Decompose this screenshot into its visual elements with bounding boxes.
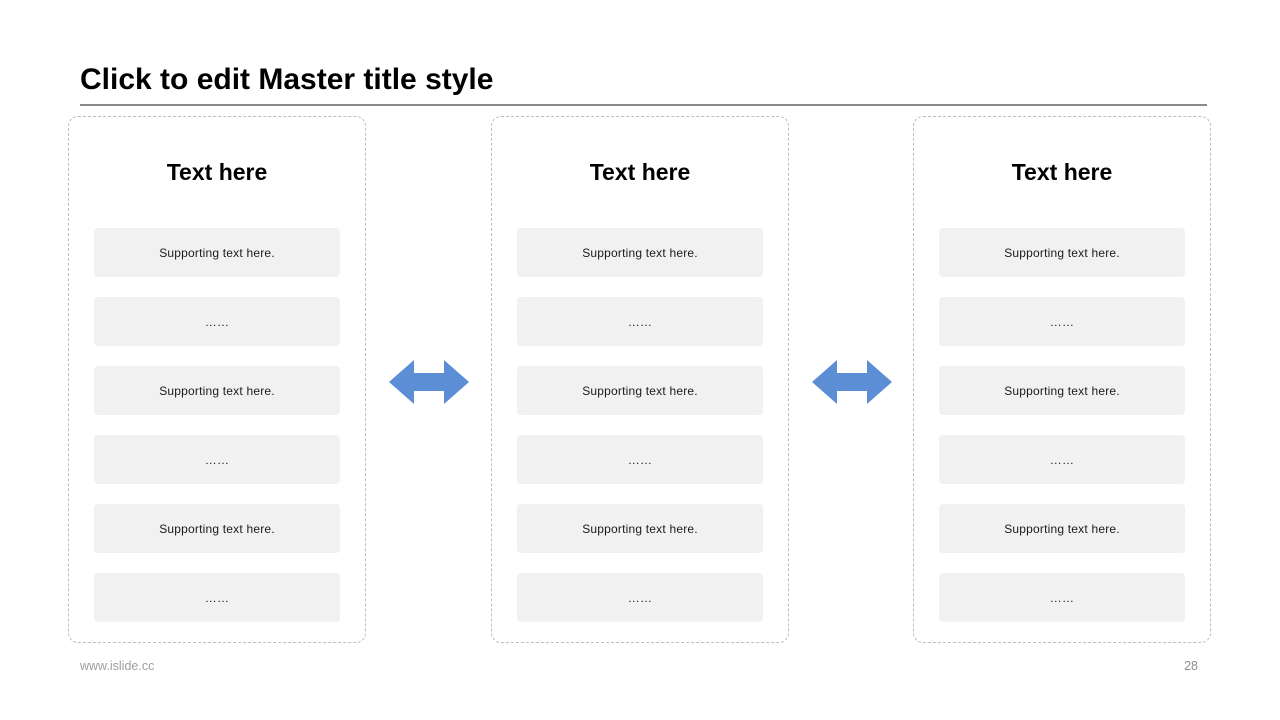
supporting-text-box[interactable]: …… bbox=[939, 297, 1185, 346]
supporting-text-box[interactable]: …… bbox=[94, 297, 340, 346]
page-number: 28 bbox=[1184, 659, 1198, 673]
supporting-text-box[interactable]: …… bbox=[517, 573, 763, 622]
supporting-text-box[interactable]: …… bbox=[94, 435, 340, 484]
supporting-text-box[interactable]: …… bbox=[939, 573, 1185, 622]
supporting-text-box[interactable]: Supporting text here. bbox=[517, 366, 763, 415]
panel-left-heading[interactable]: Text here bbox=[166, 159, 268, 185]
supporting-text-box[interactable]: Supporting text here. bbox=[939, 366, 1185, 415]
panel-center[interactable]: Text here Supporting text here. …… Suppo… bbox=[491, 116, 789, 643]
supporting-text-box[interactable]: …… bbox=[94, 573, 340, 622]
supporting-text-box[interactable]: Supporting text here. bbox=[94, 504, 340, 553]
left-right-arrow-icon[interactable] bbox=[389, 360, 469, 404]
supporting-text-box[interactable]: …… bbox=[517, 297, 763, 346]
supporting-text-box[interactable]: Supporting text here. bbox=[94, 228, 340, 277]
supporting-text-box[interactable]: Supporting text here. bbox=[94, 366, 340, 415]
supporting-text-box[interactable]: Supporting text here. bbox=[517, 228, 763, 277]
left-right-arrow-icon[interactable] bbox=[812, 360, 892, 404]
panel-left[interactable]: Text here Supporting text here. …… Suppo… bbox=[68, 116, 366, 643]
footer-url: www.islide.cc bbox=[80, 659, 155, 673]
panel-right[interactable]: Text here Supporting text here. …… Suppo… bbox=[913, 116, 1211, 643]
panel-center-heading[interactable]: Text here bbox=[589, 159, 691, 185]
supporting-text-box[interactable]: …… bbox=[517, 435, 763, 484]
slide-title[interactable]: Click to edit Master title style bbox=[80, 63, 494, 96]
supporting-text-box[interactable]: …… bbox=[939, 435, 1185, 484]
title-divider-line bbox=[80, 104, 1207, 106]
supporting-text-box[interactable]: Supporting text here. bbox=[939, 228, 1185, 277]
supporting-text-box[interactable]: Supporting text here. bbox=[517, 504, 763, 553]
supporting-text-box[interactable]: Supporting text here. bbox=[939, 504, 1185, 553]
panel-right-heading[interactable]: Text here bbox=[1011, 159, 1113, 185]
